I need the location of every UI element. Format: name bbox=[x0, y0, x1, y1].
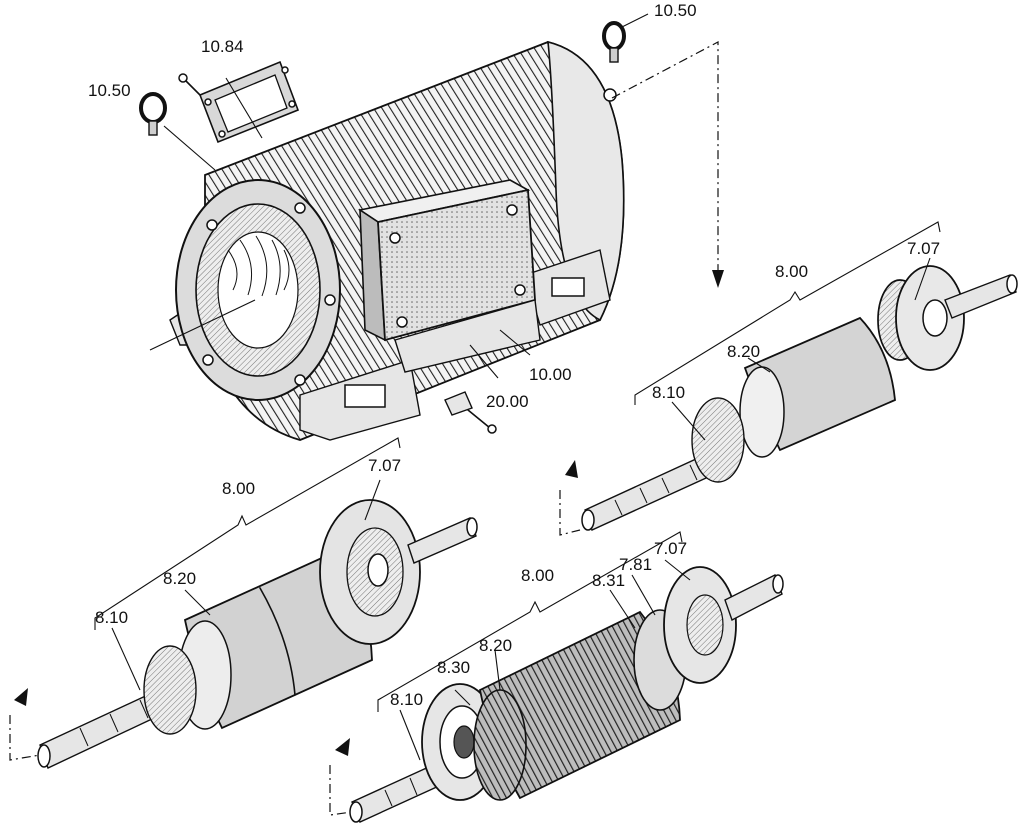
bracket-rotorC bbox=[377, 531, 683, 712]
label-rotorA-shaft: 8.10 bbox=[652, 383, 685, 402]
axis-line-rotorC bbox=[329, 765, 353, 816]
stator-housing bbox=[169, 40, 625, 441]
label-terminal-box: 20.00 bbox=[486, 392, 529, 411]
label-rotorA-fan: 7.07 bbox=[907, 239, 940, 258]
label-eyebolt-right: 10.50 bbox=[654, 1, 697, 20]
label-rotorC-ring: 7.81 bbox=[619, 555, 652, 574]
label-rotorC-shaft: 8.10 bbox=[390, 690, 423, 709]
label-stator-housing: 10.00 bbox=[529, 365, 572, 384]
axis-line-top bbox=[611, 41, 719, 270]
label-eyebolt-left: 10.50 bbox=[88, 81, 131, 100]
eyebolt-right-part bbox=[602, 21, 626, 63]
label-cover-plate: 10.84 bbox=[201, 37, 244, 56]
label-rotorC-endring-right: 8.31 bbox=[592, 571, 625, 590]
rotor-b bbox=[37, 499, 478, 769]
bracket-rotorB bbox=[94, 437, 401, 630]
terminal-box bbox=[357, 179, 541, 373]
label-rotorB-assembly: 8.00 bbox=[222, 479, 255, 498]
rotor-c bbox=[349, 566, 784, 823]
winding-head bbox=[217, 231, 299, 349]
label-rotorB-shaft: 8.10 bbox=[95, 608, 128, 627]
terminal-clamp-part bbox=[444, 391, 497, 434]
rear-end-shield bbox=[547, 40, 625, 322]
axis-arrow-top bbox=[712, 270, 724, 288]
cover-plate bbox=[198, 60, 300, 144]
label-rotorC-endring-left: 8.30 bbox=[437, 658, 470, 677]
foot-slot-rear bbox=[551, 277, 585, 297]
label-rotorB-fan: 7.07 bbox=[368, 456, 401, 475]
label-rotorB-core: 8.20 bbox=[163, 569, 196, 588]
label-rotorC-fan: 7.07 bbox=[654, 539, 687, 558]
rotor-a bbox=[581, 265, 1018, 531]
eyebolt-left-part bbox=[139, 92, 167, 136]
axis-line-rotorB bbox=[9, 715, 41, 761]
label-rotorA-assembly: 8.00 bbox=[775, 262, 808, 281]
screw-cover bbox=[178, 73, 201, 96]
label-rotorA-core: 8.20 bbox=[727, 342, 760, 361]
label-rotorC-assembly: 8.00 bbox=[521, 566, 554, 585]
bracket-rotorA bbox=[634, 221, 941, 405]
axis-line-rotorA bbox=[559, 490, 581, 536]
label-rotorC-core: 8.20 bbox=[479, 636, 512, 655]
foot-slot-front bbox=[344, 384, 386, 408]
